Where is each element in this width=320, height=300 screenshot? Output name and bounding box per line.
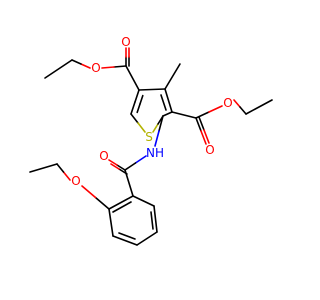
- bond-ring-c2-s: [137, 122, 146, 133]
- atom-o-amide: O: [99, 149, 108, 163]
- atom-o-aryl-ether: O: [71, 174, 80, 188]
- bond-c5-nh: [154, 130, 160, 147]
- bond-ester1-o: [113, 65, 127, 68]
- bond-ester2-ch2: [233, 99, 241, 108]
- bond-ester1-ch2: [71, 59, 82, 65]
- bond-ether-ch2: [56, 163, 65, 173]
- bond-nh-carbonyl: [124, 162, 137, 171]
- bond-ester2-ch3: [245, 99, 273, 115]
- bond-benzene-5: [108, 208, 114, 237]
- bond-benzene-4: [112, 235, 138, 246]
- bond-carbonyl-2: [200, 130, 207, 145]
- bond-ring-c3-c4: [138, 88, 166, 91]
- bond-carbonyl-2: [195, 117, 202, 132]
- atom-nh-amide: NH: [146, 146, 164, 160]
- bond-benzene-2: [153, 205, 158, 233]
- bond-ring-c4-c5: [164, 88, 173, 113]
- bond-ring-c2-c3: [134, 89, 140, 103]
- bond-c5-nh: [158, 115, 164, 132]
- atom-o-ester1-carbonyl: O: [121, 35, 130, 49]
- bond-ring-c5-c5b: [162, 111, 173, 117]
- bond-amide-co: [108, 159, 118, 166]
- bond-benzene-6: [108, 195, 134, 210]
- bond-carbonyl-2: [198, 116, 205, 131]
- bond-ring-s-c5: [152, 123, 159, 133]
- bond-ether-ch3: [29, 163, 58, 173]
- bond-ester2-o: [208, 105, 223, 113]
- bond-ether-ch2: [62, 171, 71, 181]
- bond-ester1-ch3: [44, 59, 73, 79]
- canvas-background: [0, 0, 300, 300]
- atom-o-ester1-ether: O: [91, 61, 100, 75]
- bond-ring-c2-c3: [130, 101, 136, 115]
- bond-amide-co: [110, 163, 120, 170]
- bond-ring-c2-c3: [139, 94, 144, 105]
- bond-c2-carbonyl: [125, 65, 140, 91]
- bond-carbonyl-2: [203, 129, 210, 144]
- bond-benzene-inner-3: [112, 201, 132, 213]
- bond-carbonyl-aryl: [124, 169, 134, 197]
- atom-o-ester2-ether: O: [223, 96, 232, 110]
- bond-ring-c2-c3: [136, 103, 141, 114]
- bond-ring-c4-c5-inner: [160, 94, 167, 111]
- bond-ester1-ch2: [80, 63, 91, 69]
- bond-nh-carbonyl: [134, 155, 147, 164]
- bond-ester1-o: [101, 66, 115, 69]
- bond-aryl-o: [81, 185, 97, 199]
- bond-amide-co: [116, 164, 126, 171]
- bond-c4-carbonyl: [171, 111, 197, 119]
- bond-ester2-ch2: [239, 106, 247, 115]
- bond-aryl-o: [94, 196, 110, 210]
- chemical-structure-diagram: O O O O S NH O O: [0, 0, 300, 300]
- atom-s-thiophene: S: [145, 130, 153, 144]
- bond-methyl: [164, 63, 181, 90]
- bond-ring-c2-s: [130, 113, 139, 124]
- bond-ester2-o: [195, 111, 210, 119]
- bond-benzene-inner-1: [150, 211, 154, 230]
- bond-benzene-1: [132, 195, 155, 207]
- atom-o-ester2-carbonyl: O: [205, 143, 214, 157]
- bond-benzene-3: [136, 231, 158, 246]
- bond-benzene-inner-2: [118, 232, 136, 240]
